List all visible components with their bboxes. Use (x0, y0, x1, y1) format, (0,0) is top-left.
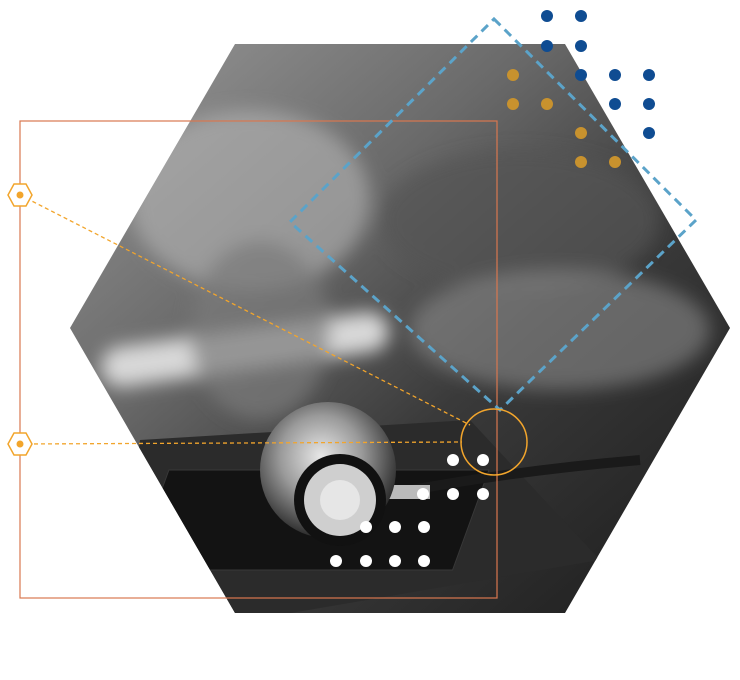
dot (477, 454, 489, 466)
dot (575, 40, 587, 52)
dot (360, 521, 372, 533)
focus-circle (460, 408, 528, 476)
connector-line-bottom (19, 441, 463, 445)
hexagon-marker-icon (7, 183, 33, 207)
dot-pattern (330, 10, 655, 567)
dot (447, 454, 459, 466)
dot (417, 488, 429, 500)
dot (507, 98, 519, 110)
dot (477, 488, 489, 500)
dot (541, 10, 553, 22)
dot (330, 555, 342, 567)
dot (507, 69, 519, 81)
dot (541, 98, 553, 110)
dot (360, 555, 372, 567)
dot (609, 98, 621, 110)
dot (418, 555, 430, 567)
dot (575, 10, 587, 22)
dot (575, 156, 587, 168)
dot (447, 488, 459, 500)
dot (575, 127, 587, 139)
dot (643, 98, 655, 110)
connector-line-top (19, 194, 471, 426)
stethoscope-icon (260, 402, 641, 546)
dot (609, 156, 621, 168)
dot (389, 521, 401, 533)
hexagon-marker-icon (7, 432, 33, 456)
dot (643, 69, 655, 81)
frame-rectangle (19, 120, 498, 599)
dot (389, 555, 401, 567)
hexagon-photo (70, 44, 730, 613)
dot (418, 521, 430, 533)
dot (609, 69, 621, 81)
dot (541, 40, 553, 52)
dot (575, 69, 587, 81)
dot (643, 127, 655, 139)
